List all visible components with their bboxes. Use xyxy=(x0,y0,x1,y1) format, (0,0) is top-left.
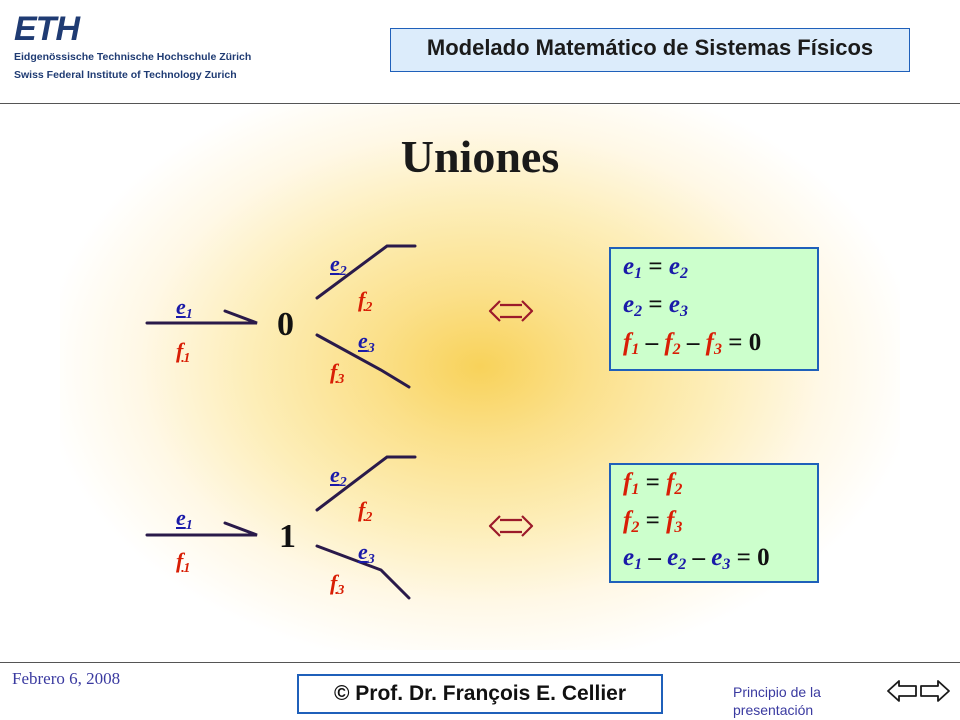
junction0-flow2-label: f2 xyxy=(358,287,373,316)
junction0-equivalence-icon xyxy=(488,300,534,322)
junction1-type-label: 1 xyxy=(279,518,296,555)
junction0-equation-3: f1 – f2 – f3 = 0 xyxy=(623,329,762,358)
eth-logo-mark: ETH xyxy=(14,10,80,48)
slide-title: Uniones xyxy=(400,131,560,182)
junction1-bond1-line xyxy=(145,521,258,537)
eth-logo: ETH Eidgenössische Technische Hochschule… xyxy=(14,12,251,82)
junction0-effort2-label: e2 xyxy=(330,251,347,280)
junction1-equivalence-icon xyxy=(488,515,534,537)
junction1-equation-1: f1 = f2 xyxy=(623,469,683,498)
junction1-flow2-label: f2 xyxy=(358,497,373,526)
junction0-equation-1: e1 = e2 xyxy=(623,253,688,282)
header-divider xyxy=(0,103,960,104)
course-title-box xyxy=(390,28,910,72)
institution-name-en: Swiss Federal Institute of Technology Zu… xyxy=(14,69,237,81)
junction1-equation-3: e1 – e2 – e3 = 0 xyxy=(623,544,770,573)
footer-divider xyxy=(0,662,960,663)
nav-start-link[interactable]: Principio de la presentación xyxy=(733,684,821,718)
junction0-equation-box xyxy=(609,247,819,371)
junction0-flow3-label: f3 xyxy=(330,359,345,388)
junction0-effort3-label: e3 xyxy=(358,328,375,357)
junction1-bond3-line xyxy=(315,544,411,600)
junction0-equation-2: e2 = e3 xyxy=(623,291,688,320)
junction1-effort1-label: e1 xyxy=(176,505,193,534)
junction0-flow1-label: f1 xyxy=(176,338,191,367)
junction1-equation-box xyxy=(609,463,819,583)
junction0-bond1-line xyxy=(145,309,258,325)
junction0-type-label: 0 xyxy=(277,306,294,343)
slide-date: Febrero 6, 2008 xyxy=(12,669,121,688)
arrow-left-icon[interactable] xyxy=(885,678,919,704)
arrow-right-icon[interactable] xyxy=(918,678,952,704)
junction0-effort1-label: e1 xyxy=(176,294,193,323)
junction1-flow1-label: f1 xyxy=(176,548,191,577)
junction1-effort2-label: e2 xyxy=(330,462,347,491)
author-credit: © Prof. Dr. François E. Cellier xyxy=(297,674,663,714)
course-title: Modelado Matemático de Sistemas Físicos xyxy=(426,35,874,60)
junction1-flow3-label: f3 xyxy=(330,570,345,599)
junction1-equation-2: f2 = f3 xyxy=(623,507,683,536)
junction0-bond2-line xyxy=(315,244,417,300)
junction1-bond2-line xyxy=(315,455,417,512)
junction1-effort3-label: e3 xyxy=(358,539,375,568)
junction0-bond3-line xyxy=(315,333,411,389)
institution-name-de: Eidgenössische Technische Hochschule Zür… xyxy=(14,51,252,63)
